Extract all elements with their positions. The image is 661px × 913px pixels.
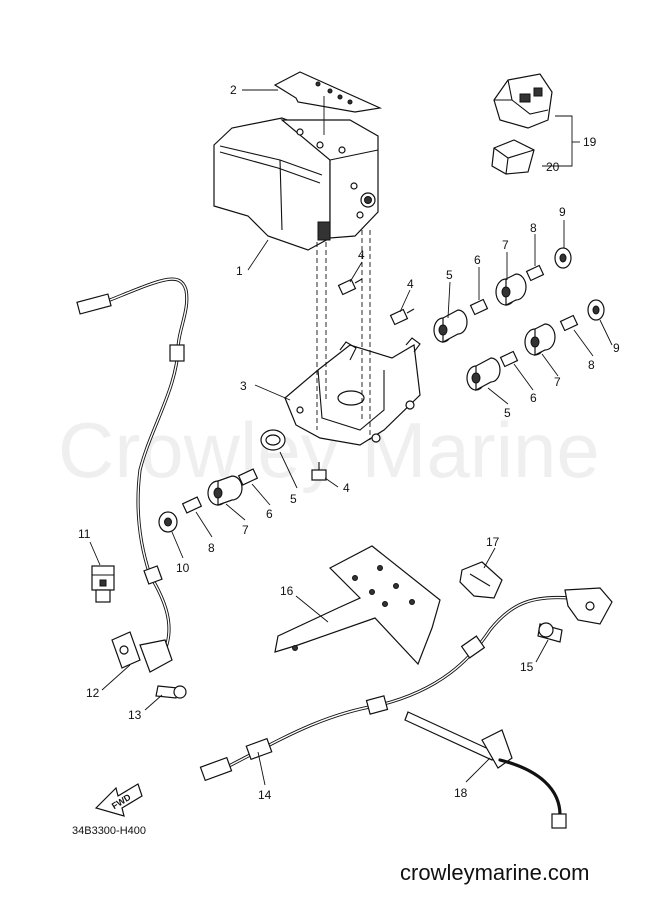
callout-14: 14 [258,788,272,802]
part-10-nut[interactable] [158,511,178,533]
callout-6-a: 6 [474,253,481,267]
fwd-arrow-icon: FWD [94,783,143,817]
part-4-bolt[interactable] [389,308,415,326]
part-12-sensor[interactable] [111,631,173,673]
part-18-cable-tie[interactable] [404,711,567,829]
callout-5-a: 5 [446,268,453,282]
part-8-washer[interactable] [525,264,545,282]
callout-18: 18 [454,786,468,800]
site-name: crowleymarine.com [400,860,590,885]
part-5-grommet[interactable] [260,429,286,451]
part-8-washer[interactable] [181,496,203,514]
callout-7-a: 7 [502,238,509,252]
part-6-collar[interactable] [499,350,519,368]
callout-5-b: 5 [504,406,511,420]
part-5-grommet[interactable] [433,309,468,343]
part-2-plate[interactable] [273,71,383,113]
part-6-collar[interactable] [237,468,259,486]
part-4-bolt[interactable] [337,278,363,296]
callout-2: 2 [230,83,237,97]
callout-19: 19 [583,135,597,149]
callout-7-c: 7 [242,523,249,537]
callout-9-a: 9 [559,205,566,219]
part-7-damper[interactable] [207,475,243,506]
callout-4-b: 4 [407,277,414,291]
callout-7-b: 7 [554,375,561,389]
part-7-damper[interactable] [524,323,556,356]
callout-6-c: 6 [266,507,273,521]
part-8-washer[interactable] [559,314,579,332]
callout-8-a: 8 [530,221,537,235]
callout-10: 10 [176,561,190,575]
part-20-cover[interactable] [491,139,535,175]
callout-1: 1 [236,264,243,278]
part-15-sensor[interactable] [537,587,613,643]
callout-9-b: 9 [613,341,620,355]
part-5-grommet[interactable] [466,357,501,391]
callout-8-b: 8 [588,358,595,372]
part-7-damper[interactable] [495,273,527,306]
callout-3: 3 [240,379,247,393]
callout-4-c: 4 [343,481,350,495]
diagram-code: 34B3300-H400 [72,825,146,837]
callout-6-b: 6 [530,391,537,405]
callout-11: 11 [78,527,91,541]
callout-16: 16 [280,584,294,598]
part-11-connector[interactable] [91,565,115,603]
callout-13: 13 [128,708,142,722]
part-19-connector[interactable] [493,73,553,129]
callout-17: 17 [486,535,500,549]
callout-12: 12 [86,686,100,700]
part-16-bracket-plate[interactable] [274,545,441,666]
part-1-hydraulic-unit[interactable] [213,117,379,251]
callout-4-a: 4 [358,248,365,262]
left-sensor-cable[interactable] [76,277,189,652]
callout-15: 15 [520,660,534,674]
callout-8-c: 8 [208,541,215,555]
part-14-cable[interactable] [199,595,572,782]
part-3-bracket[interactable] [284,337,421,446]
callout-5-c: 5 [290,492,297,506]
part-9-nut[interactable] [587,299,605,321]
part-6-collar[interactable] [469,298,489,316]
part-9-nut[interactable] [554,247,572,269]
part-17-clamp[interactable] [459,561,503,599]
callout-20: 20 [546,160,560,174]
part-4-bolt[interactable] [311,462,327,481]
